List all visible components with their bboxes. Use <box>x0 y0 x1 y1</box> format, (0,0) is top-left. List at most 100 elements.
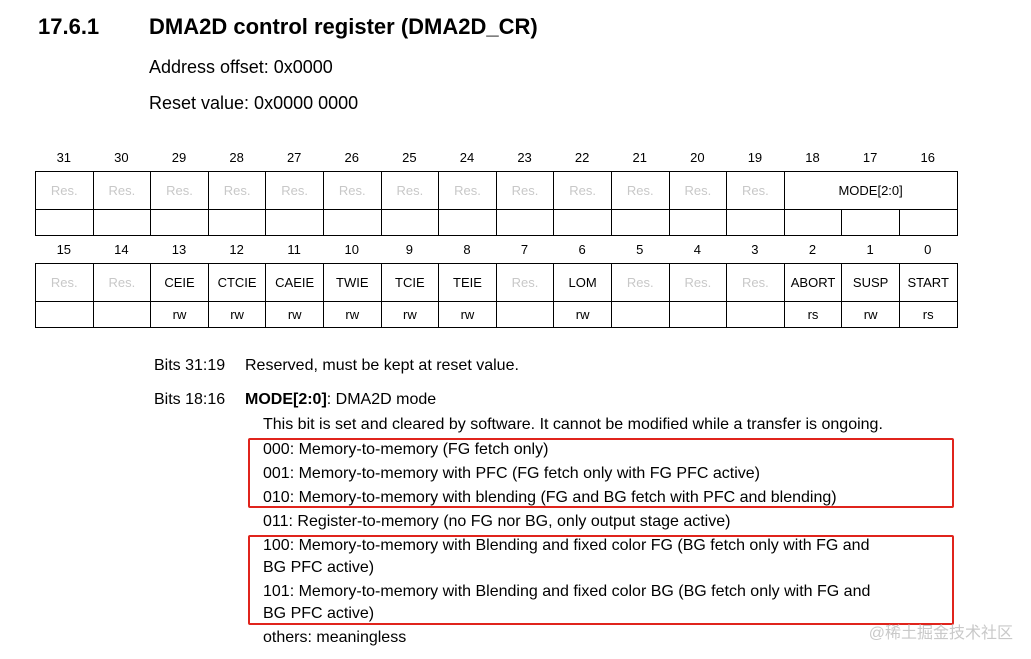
reserved-field: Res. <box>150 171 209 210</box>
upper-field-access-row <box>35 209 958 236</box>
field-access <box>265 209 324 236</box>
upper-bit-number: 19 <box>747 150 763 165</box>
bits-18-16-label: Bits 18:16 <box>154 391 226 408</box>
register-field: CTCIE <box>207 263 267 302</box>
register-field: TWIE <box>322 263 382 302</box>
lower-bit-number: 14 <box>114 242 129 257</box>
field-access <box>35 209 94 236</box>
lower-bit-number: 10 <box>344 242 359 257</box>
field-access <box>726 209 785 236</box>
reserved-field: Res. <box>610 263 670 302</box>
lower-bit-number: 1 <box>866 242 874 257</box>
upper-bit-number: 26 <box>344 150 359 165</box>
field-access <box>380 209 440 236</box>
section-number: 17.6.1 <box>38 14 100 39</box>
field-access <box>668 209 728 236</box>
highlight-box-modes-000-010 <box>248 438 954 508</box>
upper-bit-number: 31 <box>56 150 72 165</box>
upper-bit-number: 18 <box>805 150 820 165</box>
upper-bit-number: 30 <box>114 150 129 165</box>
lower-bit-number: 0 <box>924 242 932 257</box>
field-access: rw <box>841 301 900 328</box>
upper-bit-number: 25 <box>402 150 417 165</box>
desc-line-2: 001: Memory-to-memory with PFC (FG fetch… <box>263 465 760 482</box>
field-access <box>898 209 958 236</box>
mode-field-name: MODE[2:0] <box>245 391 327 408</box>
desc-line-1: 000: Memory-to-memory (FG fetch only) <box>263 441 549 458</box>
bits-31-19-label: Bits 31:19 <box>154 357 226 374</box>
upper-bit-number: 27 <box>286 150 302 165</box>
field-access <box>92 209 152 236</box>
reserved-field: Res. <box>380 171 440 210</box>
register-field: CAEIE <box>265 263 324 302</box>
field-access <box>783 209 843 236</box>
address-offset: Address offset: 0x0000 <box>149 57 333 77</box>
lower-bit-number: 6 <box>578 242 586 257</box>
reserved-field: Res. <box>35 171 94 210</box>
reserved-field: Res. <box>495 263 555 302</box>
lower-bit-number: 2 <box>808 242 817 257</box>
upper-field-names-row: Res.Res.Res.Res.Res.Res.Res.Res.Res.Res.… <box>35 171 958 210</box>
lower-bit-number: 11 <box>287 242 301 257</box>
field-access <box>35 301 94 328</box>
desc-line-4: 011: Register-to-memory (no FG nor BG, o… <box>263 513 731 530</box>
mode-field-suffix: : DMA2D mode <box>326 391 437 408</box>
field-access: rw <box>438 301 497 328</box>
field-access: rw <box>207 301 267 328</box>
field-access: rw <box>553 301 612 328</box>
reserved-field: Res. <box>495 171 555 210</box>
upper-bit-number: 20 <box>690 150 705 165</box>
reserved-field: Res. <box>610 171 670 210</box>
desc-line-0: This bit is set and cleared by software.… <box>263 416 883 433</box>
watermark: @稀土掘金技术社区 <box>868 625 1013 642</box>
field-access <box>610 209 670 236</box>
upper-bit-number: 17 <box>862 150 878 165</box>
field-access <box>495 301 555 328</box>
field-access: rs <box>898 301 958 328</box>
field-access <box>150 209 209 236</box>
desc-line-9: others: meaningless <box>263 629 407 646</box>
lower-bit-number: 4 <box>693 242 701 257</box>
upper-bit-number: 16 <box>920 150 935 165</box>
reserved-field: Res. <box>207 171 267 210</box>
reserved-field: Res. <box>92 263 152 302</box>
register-field: ABORT <box>783 263 843 302</box>
reserved-field: Res. <box>265 171 324 210</box>
lower-bit-number: 15 <box>56 242 72 257</box>
field-access <box>610 301 670 328</box>
field-access: rw <box>150 301 209 328</box>
lower-bit-number: 5 <box>636 242 644 257</box>
reserved-field: Res. <box>726 171 785 210</box>
field-access <box>495 209 555 236</box>
field-access <box>668 301 728 328</box>
upper-bit-number: 28 <box>229 150 244 165</box>
register-upper-table: Res.Res.Res.Res.Res.Res.Res.Res.Res.Res.… <box>35 171 958 236</box>
upper-bit-number: 21 <box>632 150 647 165</box>
section-title: DMA2D control register (DMA2D_CR) <box>149 14 538 39</box>
reset-value: Reset value: 0x0000 0000 <box>149 93 359 113</box>
register-field: TEIE <box>438 263 497 302</box>
reserved-field: Res. <box>726 263 785 302</box>
register-field: TCIE <box>380 263 440 302</box>
desc-line-5: 100: Memory-to-memory with Blending and … <box>263 537 870 554</box>
field-access <box>438 209 497 236</box>
field-access <box>726 301 785 328</box>
field-access <box>322 209 382 236</box>
upper-bit-number: 29 <box>171 150 187 165</box>
bits-31-19-text: Reserved, must be kept at reset value. <box>245 357 519 374</box>
desc-line-6: BG PFC active) <box>263 559 375 576</box>
upper-bit-number: 22 <box>574 150 590 165</box>
lower-bit-number: 13 <box>171 242 187 257</box>
lower-bit-number: 8 <box>463 242 471 257</box>
field-access: rw <box>265 301 324 328</box>
reserved-field: Res. <box>92 171 152 210</box>
mode-field: MODE[2:0] <box>783 171 958 210</box>
highlight-box-modes-100-101 <box>248 535 954 625</box>
field-access <box>207 209 267 236</box>
field-access: rs <box>783 301 843 328</box>
